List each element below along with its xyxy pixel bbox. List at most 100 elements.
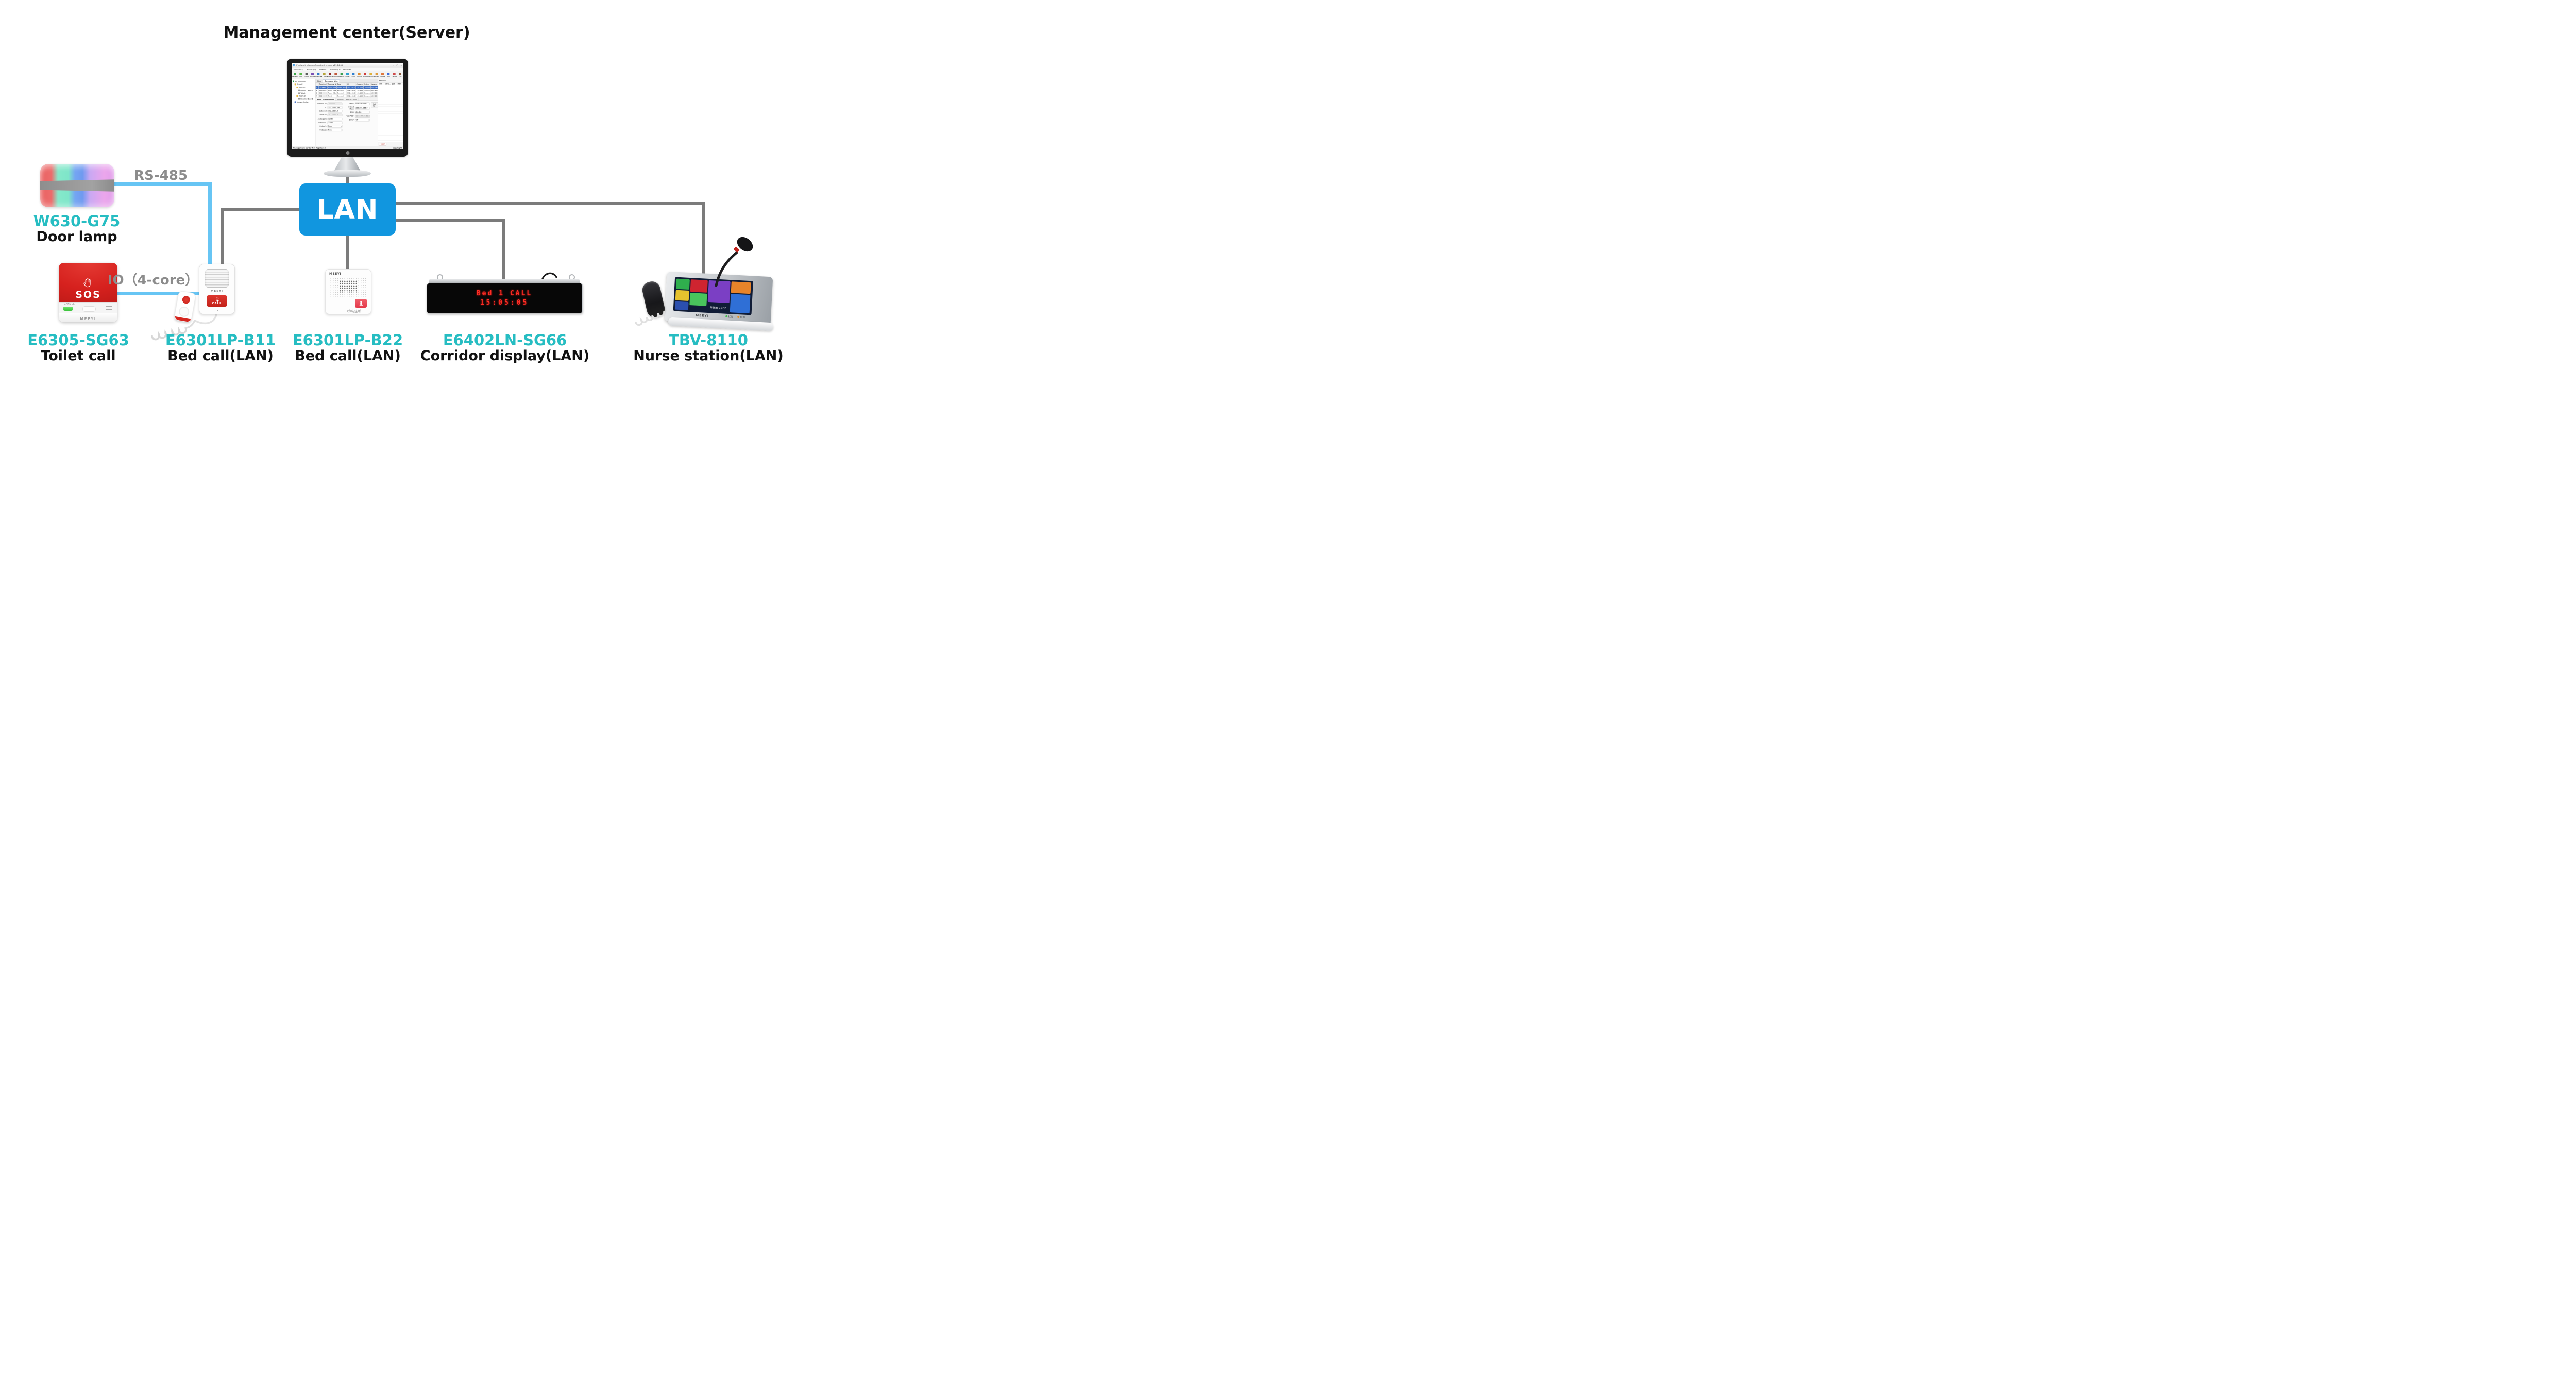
form-field-label: IP: xyxy=(325,106,327,109)
tree-node-icon xyxy=(294,83,296,86)
nurse-handset-cord xyxy=(635,311,665,326)
toolbar-icon xyxy=(346,73,349,75)
toilet-call-name: Toilet call xyxy=(41,348,116,364)
cancel-button xyxy=(63,307,73,311)
form-field-label: DNS: xyxy=(350,111,354,113)
toolbar-label: Reset xyxy=(345,75,350,78)
nurse-call-button xyxy=(355,299,367,308)
toolbar-button: Delete xyxy=(380,73,385,77)
tree-node-icon xyxy=(293,80,294,82)
toolbar-button: Sync xyxy=(350,73,356,77)
power-led-label: 电源 xyxy=(737,315,745,320)
table-cell: 192.168.0.3 xyxy=(355,94,364,98)
toolbar-icon xyxy=(340,73,343,75)
form-field-label: Output2: xyxy=(319,129,327,131)
sos-panel: SOS xyxy=(59,263,117,302)
power-led-icon xyxy=(737,315,740,318)
toolbar-icon xyxy=(299,73,302,75)
close-icon: × xyxy=(400,64,402,66)
toolbar-icon xyxy=(381,73,384,75)
tree-node: Room 1 xyxy=(292,86,315,89)
link-lan-bedcall-b11-v xyxy=(221,208,224,264)
call-pill-button xyxy=(82,306,96,312)
detail-tab: Sip Info xyxy=(335,98,345,101)
monitor-stand-base xyxy=(324,170,371,177)
led-line-2: 15:05:05 xyxy=(480,299,529,307)
detail-tab: Remark Info xyxy=(345,98,359,101)
handset-cord xyxy=(151,312,217,341)
tree-node-label: Nurse station xyxy=(296,100,309,103)
tree-node-label: Room 1 xyxy=(298,86,306,89)
topology-diagram: Management center(Server) IP network int… xyxy=(0,0,808,396)
form-field-value: 192.168.0.3 xyxy=(327,110,343,113)
toolbar-label: Delete xyxy=(392,75,397,78)
gooseneck-microphone xyxy=(715,237,753,287)
nurse-station-name: Nurse station(LAN) xyxy=(633,348,784,364)
form-field-value: 8.8.8.8 xyxy=(354,111,370,114)
link-lan-bedcall-b11-h xyxy=(221,208,299,211)
tree-node-label: Room 1 Bed 2 xyxy=(300,89,313,92)
form-field-label: Terminal ID: xyxy=(317,103,327,105)
page-title: Management center(Server) xyxy=(223,24,470,42)
table-cell: Room 2 Bed 1 xyxy=(327,91,337,95)
toolbar-icon xyxy=(305,73,308,75)
link-rs485-h xyxy=(114,182,212,186)
form-field: Server IP:192.168.0.3 xyxy=(316,113,343,116)
bed-call-b11-model: E6301LP-B11 xyxy=(165,331,276,349)
minimize-icon: – xyxy=(393,64,395,66)
toolbar-label: Call xyxy=(299,75,302,78)
display-cable xyxy=(541,272,557,281)
toolbar-button: Reset xyxy=(345,73,350,77)
toolbar-label: Refresh xyxy=(292,75,298,78)
form-field: IP:192.168.0.196 xyxy=(316,106,343,109)
table-cell: 10000005 xyxy=(318,94,328,98)
display-top-rail xyxy=(429,279,580,284)
app-tile-blue-small xyxy=(674,301,689,310)
app-tile-yellow xyxy=(675,290,689,301)
form-field-label: Output1: xyxy=(319,125,327,127)
corridor-display-model: E6402LN-SG66 xyxy=(443,331,567,349)
mic-hole xyxy=(217,310,218,311)
form-field: Output1:None xyxy=(316,125,343,128)
monitor-screen: IP network intercom/broadcast system V11… xyxy=(292,63,403,149)
tree-node-icon xyxy=(298,92,300,94)
tree-node: Room 1 Bed 2 xyxy=(292,89,315,92)
sos-brand: MEEYI xyxy=(59,313,117,322)
real-log-title: Real Log xyxy=(378,79,403,83)
toolbar-icon xyxy=(358,73,361,75)
form-field-label: Server IP: xyxy=(319,114,327,116)
corridor-display-device: Bed 1 CALL 15:05:05 xyxy=(427,283,583,313)
log-column-header: Type xyxy=(391,82,397,85)
tree-node: Area 01 xyxy=(292,83,315,86)
toolbar-label: Alarm xyxy=(363,75,367,78)
table-cell: Terminal xyxy=(336,91,347,95)
toolbar-button: Refresh xyxy=(292,73,298,77)
log-column-header: Mark xyxy=(397,82,403,85)
toolbar-label: New Group xyxy=(366,75,375,78)
toolbar-label: Monitor xyxy=(309,75,315,78)
form-field-value: 12050 xyxy=(327,117,343,120)
form-field-value: None xyxy=(327,125,343,128)
toilet-call-device: SOS CANCEL MEEYI xyxy=(59,263,117,322)
call-button: CALL xyxy=(207,295,227,307)
io-label: IO（4-core） xyxy=(107,273,199,288)
window-controls: – □ × xyxy=(393,64,402,66)
log-column-header: Devic... xyxy=(384,82,391,85)
call-button-label: CALL xyxy=(212,301,222,305)
tree-node-icon xyxy=(296,86,298,88)
remote-call-button xyxy=(181,295,191,305)
app-tile-lightgreen xyxy=(689,293,707,306)
form-field: Video port:12060 xyxy=(316,121,343,124)
bed-call-b22-device: MEEYI 呼叫/挂断 xyxy=(325,269,371,314)
tree-node: Room 2 xyxy=(292,95,315,98)
toolbar-label: IO Control xyxy=(320,75,328,78)
status-bar: Management Center Not Registered CopyRig… xyxy=(292,146,403,149)
toolbar-button: New Group xyxy=(366,73,375,78)
table-cell: 192.168.0.196 xyxy=(346,86,356,89)
table-cell: Disconnected xyxy=(363,91,371,95)
form-field: Subnet Mask:255.255.255.0 xyxy=(344,106,370,110)
